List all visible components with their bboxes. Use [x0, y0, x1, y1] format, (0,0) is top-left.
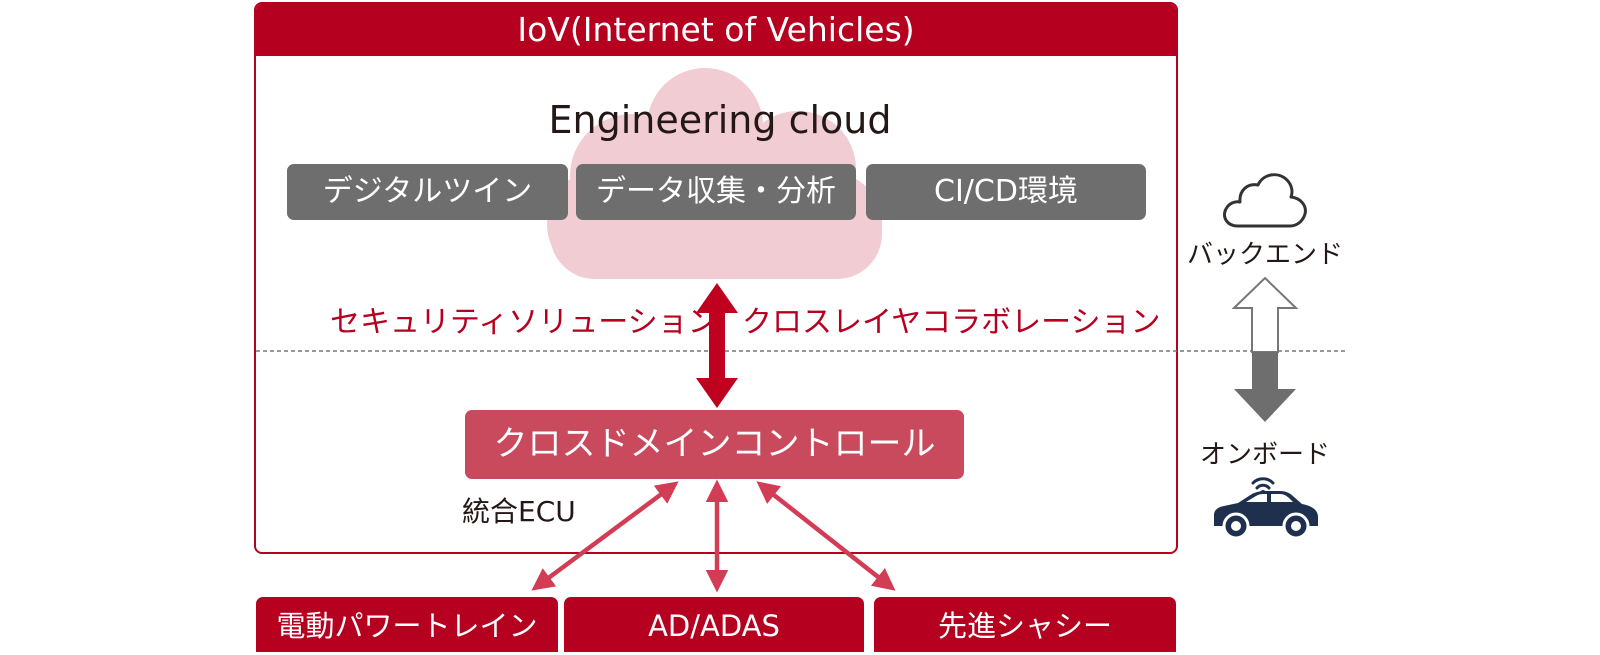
- cloud-item-cicd: CI/CD環境: [866, 164, 1146, 220]
- backend-onboard-arrow: [1232, 277, 1298, 422]
- iov-frame: IoV(Internet of Vehicles): [254, 2, 1178, 554]
- domain-electric-powertrain: 電動パワートレイン: [256, 597, 558, 652]
- cross-domain-control-box: クロスドメインコントロール: [465, 410, 964, 479]
- cloud-item-digital-twin: デジタルツイン: [287, 164, 568, 220]
- engineering-cloud-title: Engineering cloud: [548, 98, 892, 142]
- backend-onboard-divider: [256, 350, 1348, 352]
- car-wifi-icon: [1214, 477, 1318, 540]
- domain-connector-arrows: [531, 479, 896, 593]
- domain-ad-adas: AD/ADAS: [564, 597, 864, 652]
- backend-label: バックエンド: [1186, 240, 1343, 270]
- cloud-outline-icon: [1223, 173, 1307, 228]
- cross-layer-collaboration-label: クロスレイヤコラボレーション: [742, 305, 1161, 340]
- domain-advanced-chassis: 先進シャシー: [874, 597, 1176, 652]
- cloud-item-data-analysis: データ収集・分析: [576, 164, 856, 220]
- iov-title: IoV(Internet of Vehicles): [256, 4, 1176, 56]
- cloud-control-double-arrow: [696, 283, 738, 408]
- security-solution-label: セキュリティソリューション: [330, 305, 718, 340]
- onboard-label: オンボード: [1199, 440, 1330, 470]
